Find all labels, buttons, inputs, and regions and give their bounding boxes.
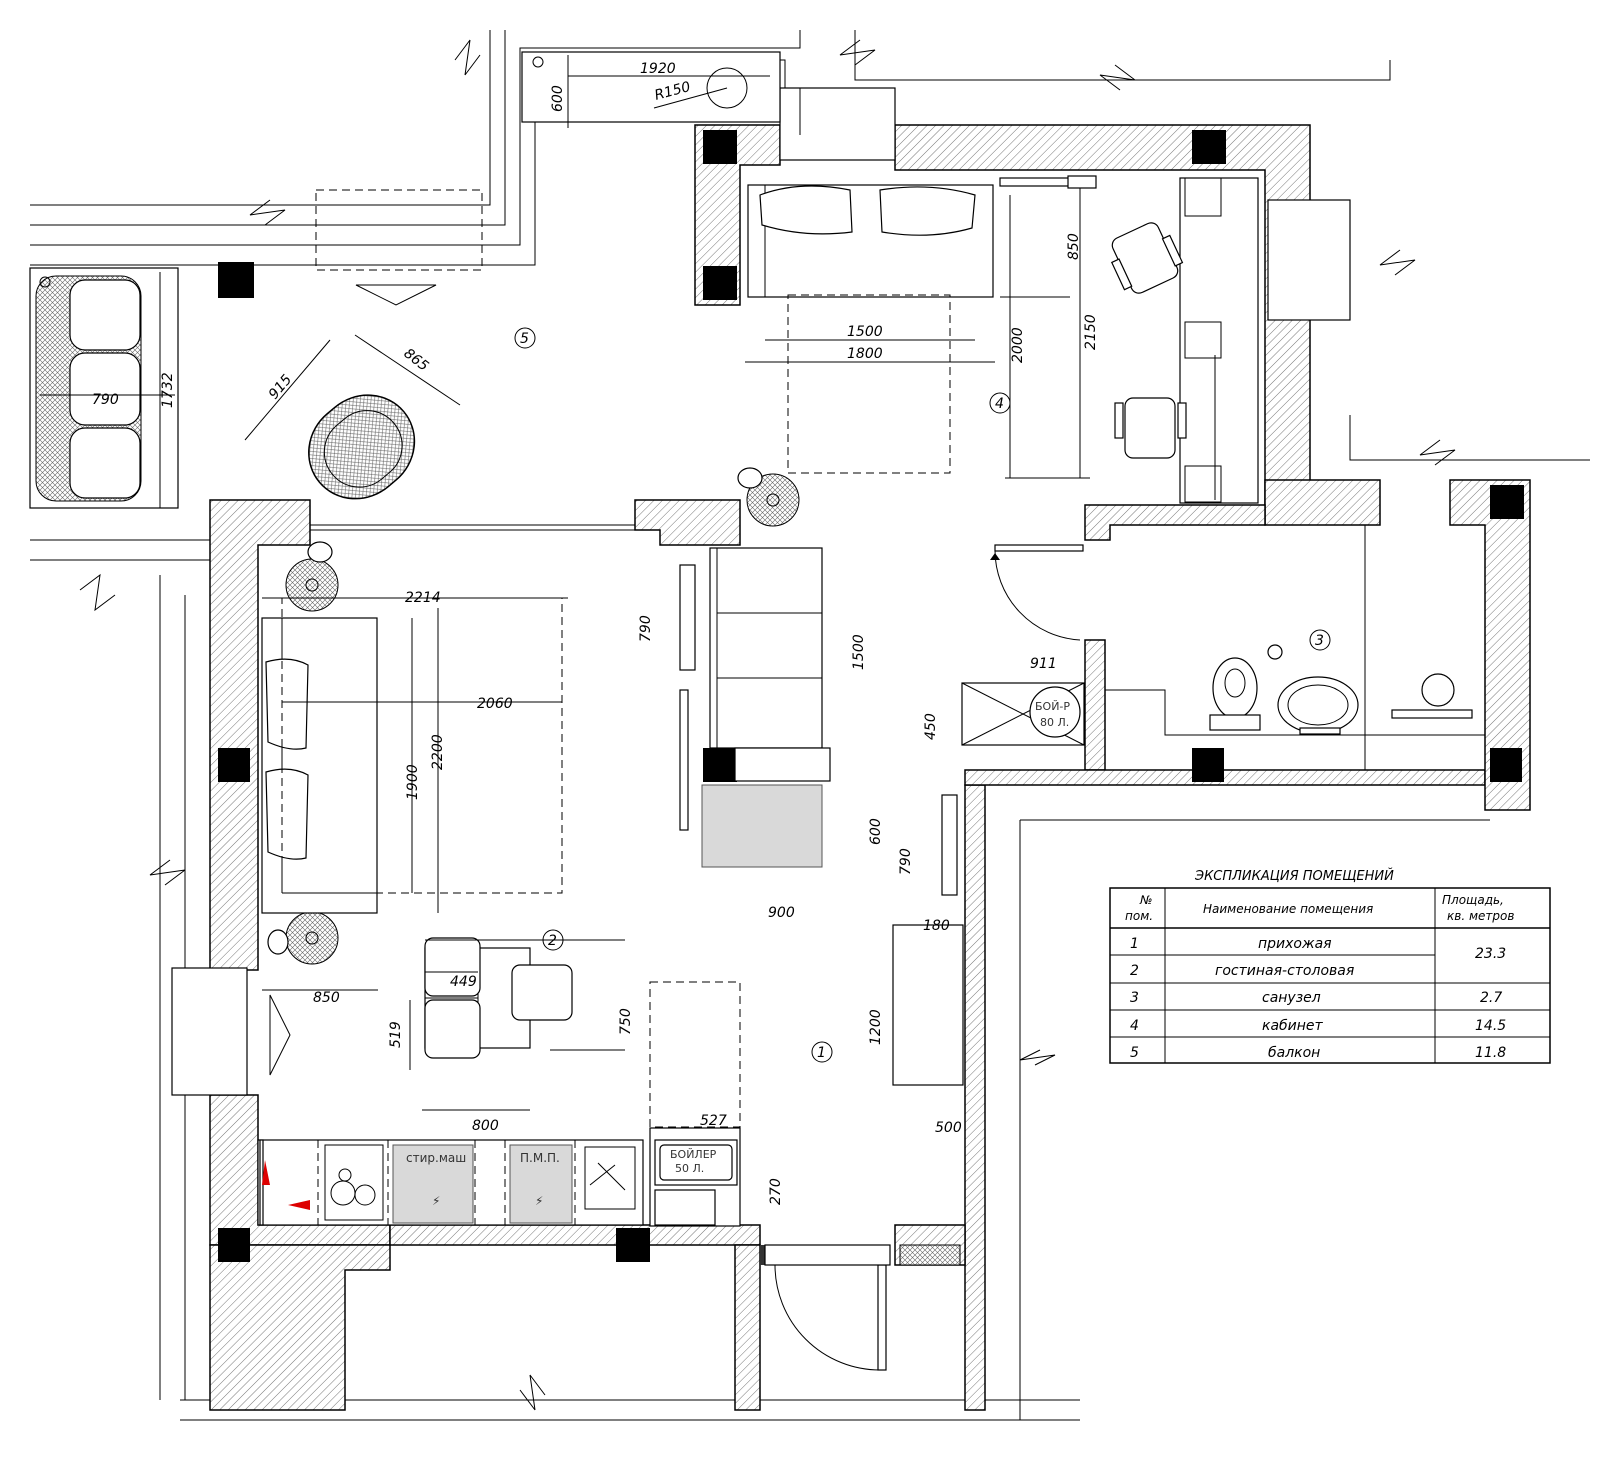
dim-790-balcony: 790: [92, 392, 119, 408]
table-row-5-name: балкон: [1268, 1045, 1320, 1061]
table-header-area2: кв. метров: [1447, 909, 1514, 923]
dim-1920: 1920: [640, 61, 676, 77]
room-marker-4: 4: [995, 396, 1004, 412]
dim-180: 180: [923, 918, 950, 934]
dim-1200: 1200: [868, 1009, 884, 1045]
table-row-1-area: 23.3: [1475, 946, 1506, 962]
dim-790-b: 790: [898, 848, 914, 875]
dim-1500-study: 1500: [847, 324, 883, 340]
dim-2200: 2200: [430, 734, 446, 770]
dim-915: 915: [266, 372, 295, 403]
dim-850-top: 850: [1066, 233, 1082, 260]
kitchen-row: [257, 1139, 738, 1226]
lightning-icon-washer: ⚡: [432, 1194, 440, 1208]
table-row-2-name: гостиная-столовая: [1215, 963, 1354, 979]
dim-450: 450: [923, 713, 939, 740]
table-row-2-no: 2: [1130, 963, 1139, 979]
appliance-labels: стир.маш П.М.П. БОЙЛЕР 50 Л. БОЙ-Р 80 Л.…: [406, 700, 1070, 1208]
table-row-1-name: прихожая: [1258, 936, 1332, 952]
room-marker-2: 2: [548, 933, 557, 949]
table-header-no: №: [1139, 893, 1152, 907]
windows: [171, 87, 1351, 1096]
hall-furniture: [649, 794, 964, 1371]
lightning-icon-dishwasher: ⚡: [535, 1194, 543, 1208]
table-header-name: Наименование помещения: [1203, 902, 1373, 916]
room-marker-3: 3: [1315, 633, 1324, 649]
table-row-5-no: 5: [1130, 1045, 1139, 1061]
dim-1732: 1732: [160, 372, 176, 408]
table-row-4-no: 4: [1130, 1018, 1139, 1034]
table-row-4-name: кабинет: [1262, 1018, 1324, 1034]
dim-1900: 1900: [405, 764, 421, 800]
table-row-3-area: 2.7: [1480, 990, 1502, 1006]
boiler50-label-1: БОЙЛЕР: [670, 1148, 717, 1161]
dim-1800: 1800: [847, 346, 883, 362]
dim-800: 800: [472, 1118, 499, 1134]
dim-527: 527: [700, 1113, 727, 1129]
dim-449: 449: [450, 974, 477, 990]
dim-600-b: 600: [868, 818, 884, 845]
study-furniture: [737, 175, 1259, 527]
dim-2000: 2000: [1010, 327, 1026, 363]
dim-790-a: 790: [638, 615, 654, 642]
boiler50-label-2: 50 Л.: [675, 1162, 704, 1175]
walls: [209, 124, 1531, 1411]
table-row-3-no: 3: [1130, 990, 1139, 1006]
boiler80-label-1: БОЙ-Р: [1035, 700, 1070, 713]
explication-table: ЭКСПЛИКАЦИЯ ПОМЕЩЕНИЙ № пом. Наименовани…: [1109, 868, 1551, 1064]
dim-270: 270: [768, 1178, 784, 1205]
table-header-no2: пом.: [1125, 909, 1153, 923]
explication-title: ЭКСПЛИКАЦИЯ ПОМЕЩЕНИЙ: [1194, 868, 1394, 884]
dim-1500-b: 1500: [851, 634, 867, 670]
table-row-3-name: санузел: [1262, 990, 1321, 1006]
room-markers: 1 2 3 4 5: [514, 327, 1331, 1063]
boiler80-label-2: 80 Л.: [1040, 716, 1069, 729]
dim-865: 865: [401, 346, 432, 375]
washer-label: стир.маш: [406, 1151, 466, 1165]
dim-750: 750: [618, 1008, 634, 1035]
table-header-area: Площадь,: [1442, 893, 1504, 907]
dim-900: 900: [768, 905, 795, 921]
dim-2150: 2150: [1083, 314, 1099, 350]
room-marker-1: 1: [817, 1045, 826, 1061]
dim-850: 850: [313, 990, 340, 1006]
dim-2214: 2214: [405, 590, 441, 606]
dishwasher-label: П.М.П.: [520, 1151, 560, 1165]
dim-519: 519: [388, 1021, 404, 1048]
table-row-1-no: 1: [1130, 936, 1139, 952]
table-row-4-area: 14.5: [1475, 1018, 1506, 1034]
balcony-furniture: [29, 51, 781, 509]
dim-500: 500: [935, 1120, 962, 1136]
bathroom-fixtures: [961, 525, 1485, 770]
dim-600-top: 600: [550, 85, 566, 112]
columns: [218, 130, 1524, 1262]
dim-2060: 2060: [477, 696, 513, 712]
table-row-5-area: 11.8: [1475, 1045, 1506, 1061]
living-furniture: [261, 541, 831, 1111]
room-marker-5: 5: [520, 331, 529, 347]
dim-911: 911: [1030, 656, 1057, 672]
